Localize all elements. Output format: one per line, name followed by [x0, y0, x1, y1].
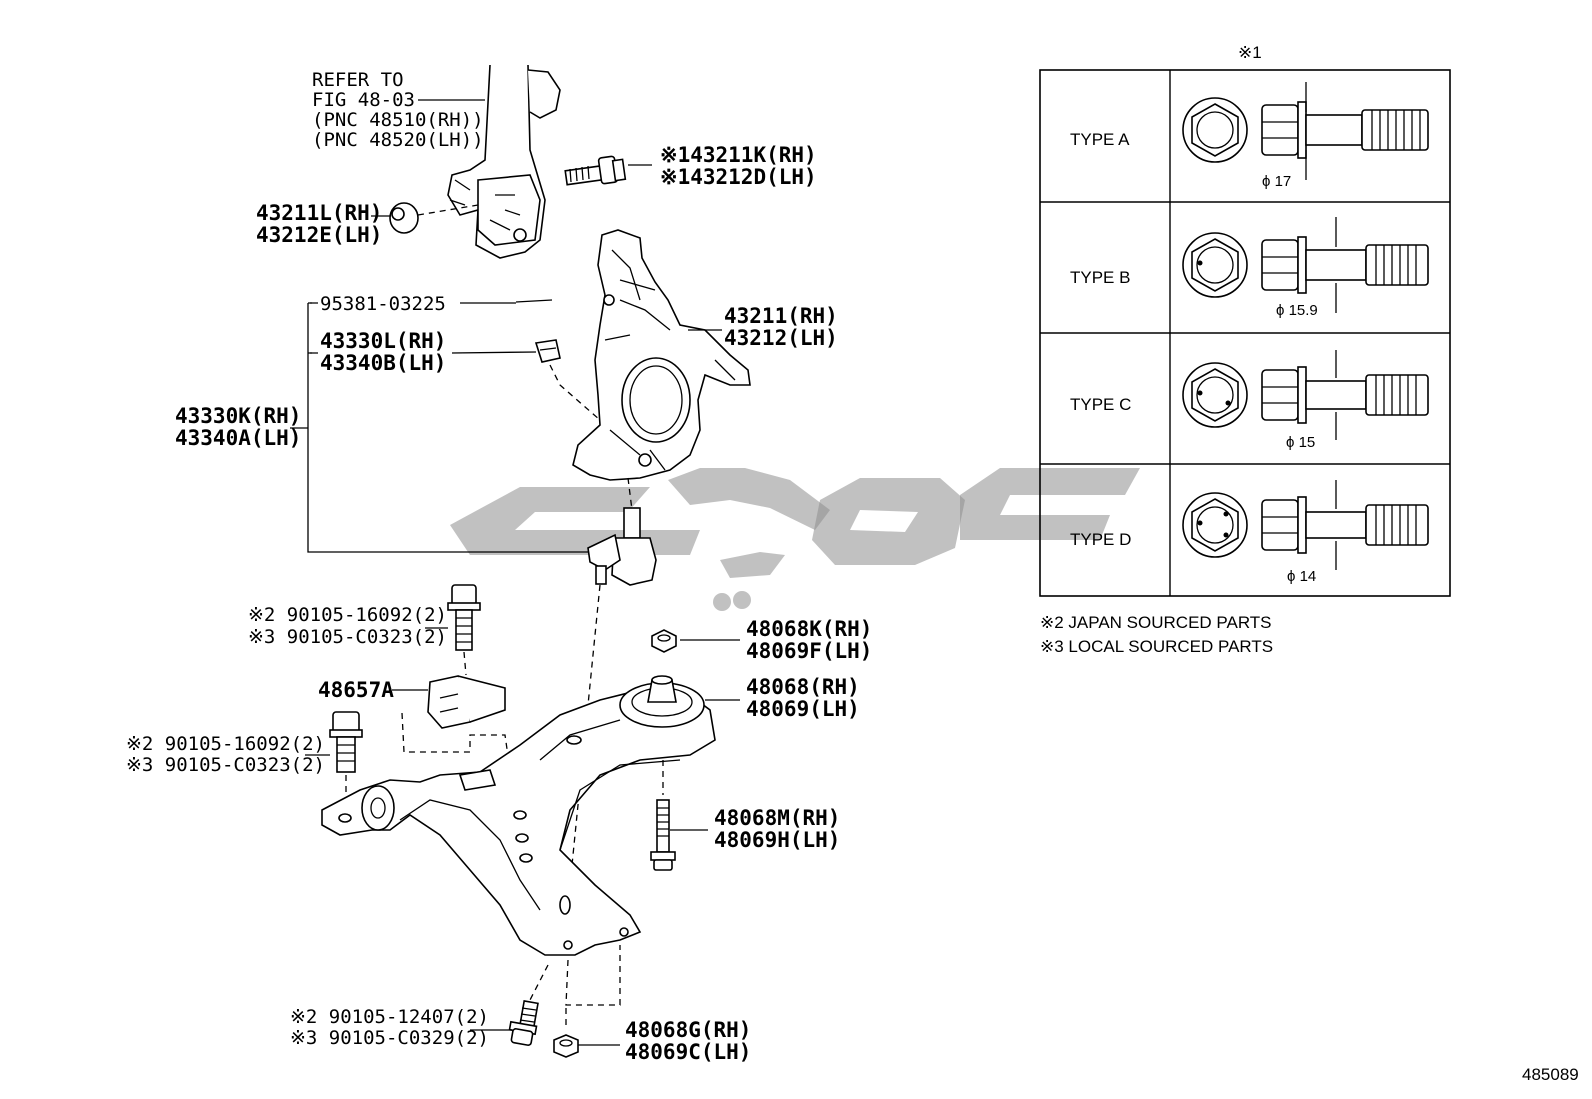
label-clip-rh: 43330L(RH): [320, 329, 446, 353]
strut-assembly: [447, 64, 561, 259]
label-bushing-48068-rh: 48068(RH): [746, 675, 860, 699]
type-c-bolt-icon: [1182, 350, 1429, 440]
steering-knuckle: [572, 229, 751, 481]
label-rear-bolt-local: ※3 90105-C0323(2): [126, 754, 325, 776]
label-front-bolt-japan: ※2 90105-12407(2): [290, 1006, 489, 1028]
label-bushing-lh: 43212E(LH): [256, 223, 382, 247]
arm-front-nut: [553, 1034, 579, 1058]
boot-clip: [534, 339, 561, 363]
lower-control-arm: [321, 689, 716, 956]
type-d-bolt-icon: [1182, 480, 1429, 570]
type-b-diameter: ϕ 15.9: [1276, 302, 1318, 319]
bushing-nut: [651, 629, 677, 653]
type-a-diameter: ϕ 17: [1262, 173, 1291, 190]
label-nut-k-rh: 48068K(RH): [746, 617, 872, 641]
type-c-label: TYPE C: [1070, 395, 1131, 414]
note-local-sourced: ※3 LOCAL SOURCED PARTS: [1040, 637, 1273, 656]
type-c-diameter: ϕ 15: [1286, 434, 1315, 451]
part-labels: REFER TO FIG 48-03 (PNC 48510(RH)) (PNC …: [126, 69, 872, 1064]
table-header-mark: ※1: [1238, 43, 1262, 62]
type-a-bolt-icon: [1182, 82, 1429, 180]
control-arm-bracket: [427, 675, 506, 729]
label-cotter: 95381-03225: [320, 293, 446, 315]
watermark-logo: [450, 468, 1140, 611]
label-bolt-lh: ※143212D(LH): [660, 165, 817, 189]
label-balljoint-rh: 43330K(RH): [175, 404, 301, 428]
bushing-bolt: [650, 799, 676, 871]
label-rear-bolt-japan: ※2 90105-16092(2): [126, 733, 325, 755]
label-bushing-rh: 43211L(RH): [256, 201, 382, 225]
type-b-label: TYPE B: [1070, 268, 1130, 287]
refer-line-4: (PNC 48520(LH)): [312, 129, 484, 151]
label-clip-lh: 43340B(LH): [320, 351, 446, 375]
label-bracket-bolt-local: ※3 90105-C0323(2): [248, 626, 447, 648]
upper-strut-bolt: [564, 155, 627, 186]
label-front-bolt-local: ※3 90105-C0329(2): [290, 1027, 489, 1049]
label-bolt-rh: ※143211K(RH): [660, 143, 817, 167]
label-nut-g-lh: 48069C(LH): [625, 1040, 751, 1064]
label-bushing-48069-lh: 48069(LH): [746, 697, 860, 721]
label-bolt-m-rh: 48068M(RH): [714, 806, 840, 830]
lower-ball-joint: [587, 507, 657, 586]
note-japan-sourced: ※2 JAPAN SOURCED PARTS: [1040, 613, 1272, 632]
refer-line-2: FIG 48-03: [312, 89, 415, 111]
type-b-bolt-icon: [1182, 217, 1429, 313]
cotter-pin: [515, 299, 553, 303]
arm-front-bolt: [508, 1000, 539, 1046]
arm-rear-bushing: [619, 675, 705, 728]
label-knuckle-rh: 43211(RH): [724, 304, 838, 328]
refer-line-1: REFER TO: [312, 69, 404, 91]
label-balljoint-lh: 43340A(LH): [175, 426, 301, 450]
type-d-diameter: ϕ 14: [1287, 568, 1316, 585]
label-bracket: 48657A: [318, 678, 394, 702]
label-nut-k-lh: 48069F(LH): [746, 639, 872, 663]
arm-rear-bolt: [329, 711, 363, 773]
label-nut-g-rh: 48068G(RH): [625, 1018, 751, 1042]
label-bracket-bolt-japan: ※2 90105-16092(2): [248, 604, 447, 626]
figure-number: 485089: [1522, 1065, 1579, 1084]
cam-bushing: [389, 202, 419, 234]
label-bolt-m-lh: 48069H(LH): [714, 828, 840, 852]
bolt-type-table: ※1 TYPE A TYPE B TYPE C TYPE D ϕ 17: [1039, 43, 1451, 597]
leader-lines: [290, 99, 740, 1046]
type-a-label: TYPE A: [1070, 130, 1130, 149]
refer-line-3: (PNC 48510(RH)): [312, 109, 484, 131]
type-d-label: TYPE D: [1070, 530, 1131, 549]
label-knuckle-lh: 43212(LH): [724, 326, 838, 350]
bracket-upper-bolt: [447, 584, 481, 651]
